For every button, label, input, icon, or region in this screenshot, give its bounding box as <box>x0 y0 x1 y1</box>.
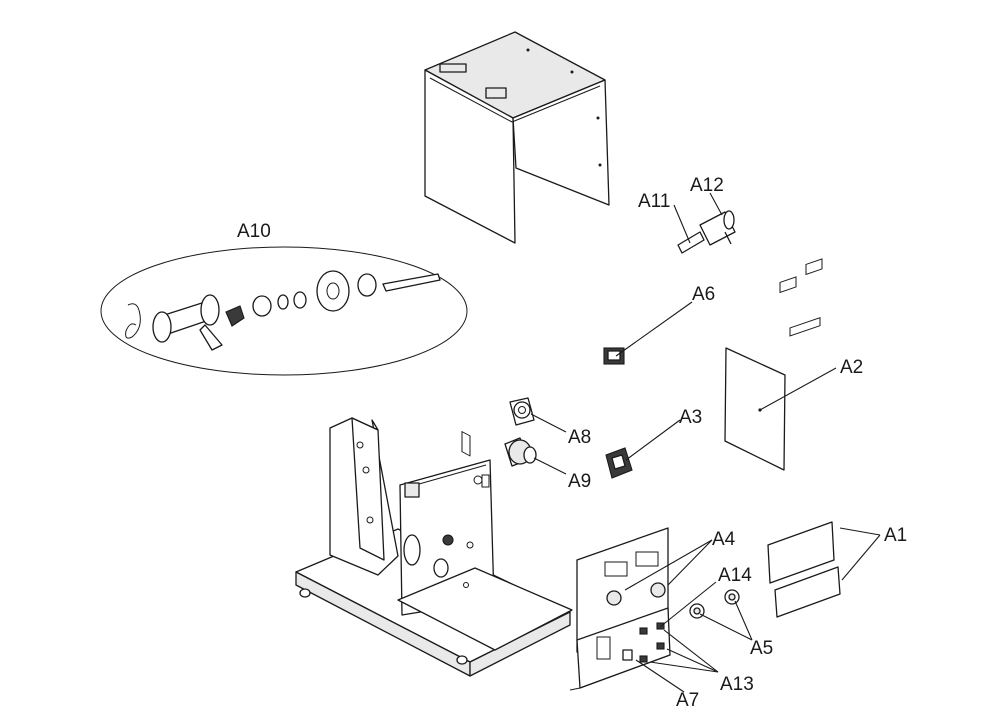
leader-a5 <box>699 613 753 641</box>
leader-a8 <box>530 413 567 433</box>
spool-flange <box>316 270 350 312</box>
label-a8: A8 <box>568 427 591 448</box>
label-a11: A11 <box>638 191 670 212</box>
cover-hinge-right <box>485 87 507 99</box>
spool-hub-end <box>152 311 172 343</box>
leader-a1 <box>839 527 881 536</box>
display-window-2 <box>635 551 659 567</box>
label-a2: A2 <box>840 357 863 378</box>
leader-a11 <box>673 204 691 244</box>
leader-lines <box>530 192 881 693</box>
label-a3: A3 <box>679 407 702 428</box>
relay <box>605 447 633 479</box>
spool-washer-1 <box>277 294 289 310</box>
gas-valve <box>677 210 736 254</box>
chassis-floor-tray <box>397 567 573 651</box>
label-a14: A14 <box>718 565 752 586</box>
spool-washer-2 <box>293 291 307 309</box>
label-a9: A9 <box>568 471 591 492</box>
connectors <box>504 397 537 467</box>
knob-2 <box>650 582 666 598</box>
label-a1: A1 <box>884 525 907 546</box>
chassis <box>295 417 573 677</box>
callout-labels: A1 A2 A3 A4 A5 A6 A7 A8 A9 A10 A11 A12 A… <box>237 175 907 711</box>
label-a10: A10 <box>237 221 271 242</box>
front-panel <box>569 527 671 691</box>
cover-slot <box>461 430 471 457</box>
label-plate-2 <box>774 566 841 618</box>
leader-a4 <box>624 539 713 591</box>
spool-assembly <box>100 246 468 376</box>
spool-washer-3 <box>357 273 377 297</box>
leader-a3 <box>625 419 681 461</box>
leader-a7 <box>635 659 685 693</box>
knob-1 <box>606 590 622 606</box>
leader-a9 <box>533 457 567 475</box>
spool-axle <box>382 273 441 292</box>
label-a13: A13 <box>720 674 754 695</box>
side-panel-plate <box>724 347 786 471</box>
spool-group-ellipse <box>100 246 468 376</box>
leader-a13 <box>663 629 719 673</box>
label-a4: A4 <box>712 529 736 550</box>
label-a5: A5 <box>750 638 773 659</box>
display-window-1 <box>604 561 628 577</box>
spool-hub-bracket <box>199 324 223 351</box>
valve-nipple <box>677 231 705 254</box>
spool-bushing <box>252 295 272 317</box>
label-a6: A6 <box>692 284 715 305</box>
leader-a6 <box>615 301 693 357</box>
front-socket <box>596 636 611 660</box>
label-plates <box>767 258 841 618</box>
spool-knob <box>225 305 245 327</box>
top-cover <box>424 31 610 457</box>
side-panel <box>724 347 786 471</box>
spool-spring-clip <box>125 303 141 339</box>
leader-a2 <box>759 367 837 411</box>
label-a7: A7 <box>676 690 699 711</box>
rocker-switch <box>603 347 625 365</box>
knob-caps <box>689 589 740 619</box>
cover-hinge-left <box>439 63 467 73</box>
leader-a12 <box>709 192 723 216</box>
label-a12: A12 <box>690 175 724 196</box>
label-plate-1 <box>767 521 835 584</box>
leader-a14 <box>659 581 717 628</box>
panel-tab <box>404 482 420 498</box>
